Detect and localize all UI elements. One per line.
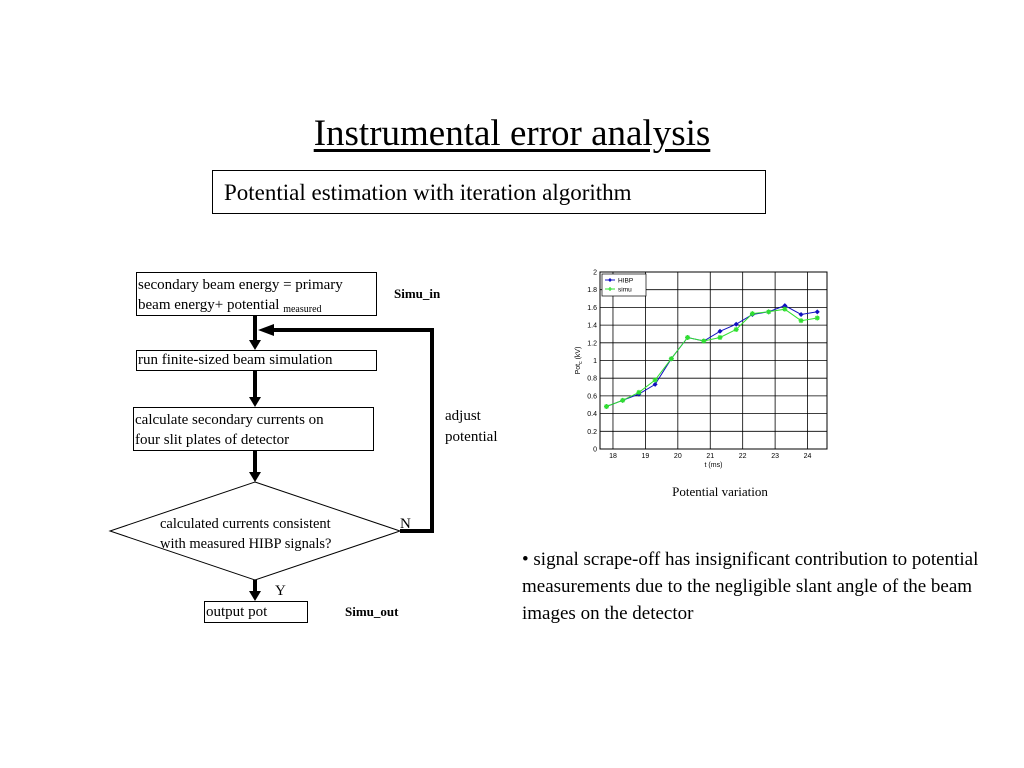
data-point-simu [636, 389, 642, 395]
decision-line2: with measured HIBP signals? [160, 536, 332, 552]
no-label: N [400, 516, 411, 532]
box1-line2-text: beam energy+ potential [138, 297, 280, 313]
y-tick-label: 0.6 [587, 393, 597, 400]
data-point-simu [652, 377, 658, 383]
x-tick-label: 23 [771, 453, 779, 460]
subtitle-text: Potential estimation with iteration algo… [224, 180, 632, 205]
y-tick-label: 0 [593, 447, 597, 454]
data-point-simu [701, 338, 707, 344]
y-tick-label: 1 [593, 358, 597, 365]
arrowhead-box3-to-diamond [249, 472, 261, 482]
subtitle-box: Potential estimation with iteration algo… [212, 170, 766, 214]
adjust-label-line1: adjust [445, 408, 481, 424]
potential-chart: 0 0.2 0.4 0.6 0.8 1 1.2 1.4 1.6 1.8 2 18 19 20 21 22 23 2… [575, 270, 828, 469]
data-point-simu [798, 318, 804, 324]
x-tick-label: 22 [739, 453, 747, 460]
box3-line2: four slit plates of detector [135, 432, 290, 448]
box1-line1: secondary beam energy = primary [138, 277, 343, 293]
y-axis-label: Potc (kV) [575, 347, 584, 375]
yes-label: Y [275, 583, 286, 599]
flow-box-output: output pot [204, 601, 308, 623]
feedback-arrowhead [258, 324, 274, 336]
y-tick-label: 1.2 [587, 340, 597, 347]
box1-subscript: measured [283, 304, 322, 315]
arrowhead-box2-to-box3 [249, 397, 261, 407]
box2-text: run finite-sized beam simulation [138, 352, 333, 368]
data-point-simu [766, 309, 772, 315]
box3-line1: calculate secondary currents on [135, 412, 324, 428]
box4-text: output pot [206, 604, 268, 620]
simu-out-label: Simu_out [345, 604, 399, 619]
data-point-simu [685, 334, 691, 340]
page-title: Instrumental error analysis [313, 113, 711, 154]
x-tick-label: 21 [706, 453, 714, 460]
x-tick-label: 24 [804, 453, 812, 460]
data-point-simu [782, 306, 788, 312]
arrowhead-diamond-to-output [249, 591, 261, 601]
data-point-hibp [733, 321, 739, 327]
series-line-hibp [606, 305, 818, 407]
adjust-label-line2: potential [445, 429, 498, 445]
data-point-hibp [782, 303, 788, 309]
y-tick-label: 0.2 [587, 429, 597, 436]
feedback-loop-line [272, 328, 434, 533]
flow-box-simulation: run finite-sized beam simulation [136, 350, 377, 371]
data-point-simu [749, 311, 755, 317]
legend-label-simu: simu [618, 287, 632, 294]
y-tick-label: 2 [593, 270, 597, 277]
data-point-hibp [814, 309, 820, 315]
legend-marker-hibp [608, 278, 612, 282]
series-line-simu [606, 308, 818, 407]
x-axis-label: t (ms) [705, 462, 723, 469]
data-point-simu [733, 327, 739, 333]
chart-caption: Potential variation [672, 484, 768, 499]
x-tick-label: 20 [674, 453, 682, 460]
y-tick-label: 0.8 [587, 376, 597, 383]
data-point-simu [814, 315, 820, 321]
y-tick-label: 1.4 [587, 323, 597, 330]
y-tick-label: 1.6 [587, 305, 597, 312]
x-tick-label: 19 [642, 453, 650, 460]
simu-in-label: Simu_in [394, 286, 441, 301]
data-point-hibp [798, 311, 804, 317]
flow-box-currents: calculate secondary currents on four sli… [133, 407, 374, 451]
decision-text: calculated currents consistent with meas… [160, 514, 370, 554]
bullet-text: • signal scrape-off has insignificant co… [522, 549, 979, 624]
y-tick-label: 0.4 [587, 411, 597, 418]
flow-box-beam-energy: secondary beam energy = primary beam ene… [136, 272, 377, 316]
chart-legend: HIBP simu [601, 273, 647, 297]
box1-line2: beam energy+ potential measured [138, 295, 376, 317]
chart-series [603, 303, 820, 410]
y-tick-label: 1.8 [587, 287, 597, 294]
arrowhead-box1-to-box2 [249, 340, 261, 350]
legend-label-hibp: HIBP [618, 278, 633, 285]
data-point-hibp [717, 328, 723, 334]
chart-grid: 0 0.2 0.4 0.6 0.8 1 1.2 1.4 1.6 1.8 2 18 19 20 21 22 23 2… [587, 270, 828, 460]
data-point-hibp [652, 381, 658, 387]
data-point-simu [668, 356, 674, 362]
data-point-simu [603, 404, 609, 410]
legend-marker-simu [608, 287, 612, 291]
x-tick-label: 18 [609, 453, 617, 460]
data-point-simu [717, 334, 723, 340]
decision-line1: calculated currents consistent [160, 516, 331, 532]
data-point-simu [620, 397, 626, 403]
